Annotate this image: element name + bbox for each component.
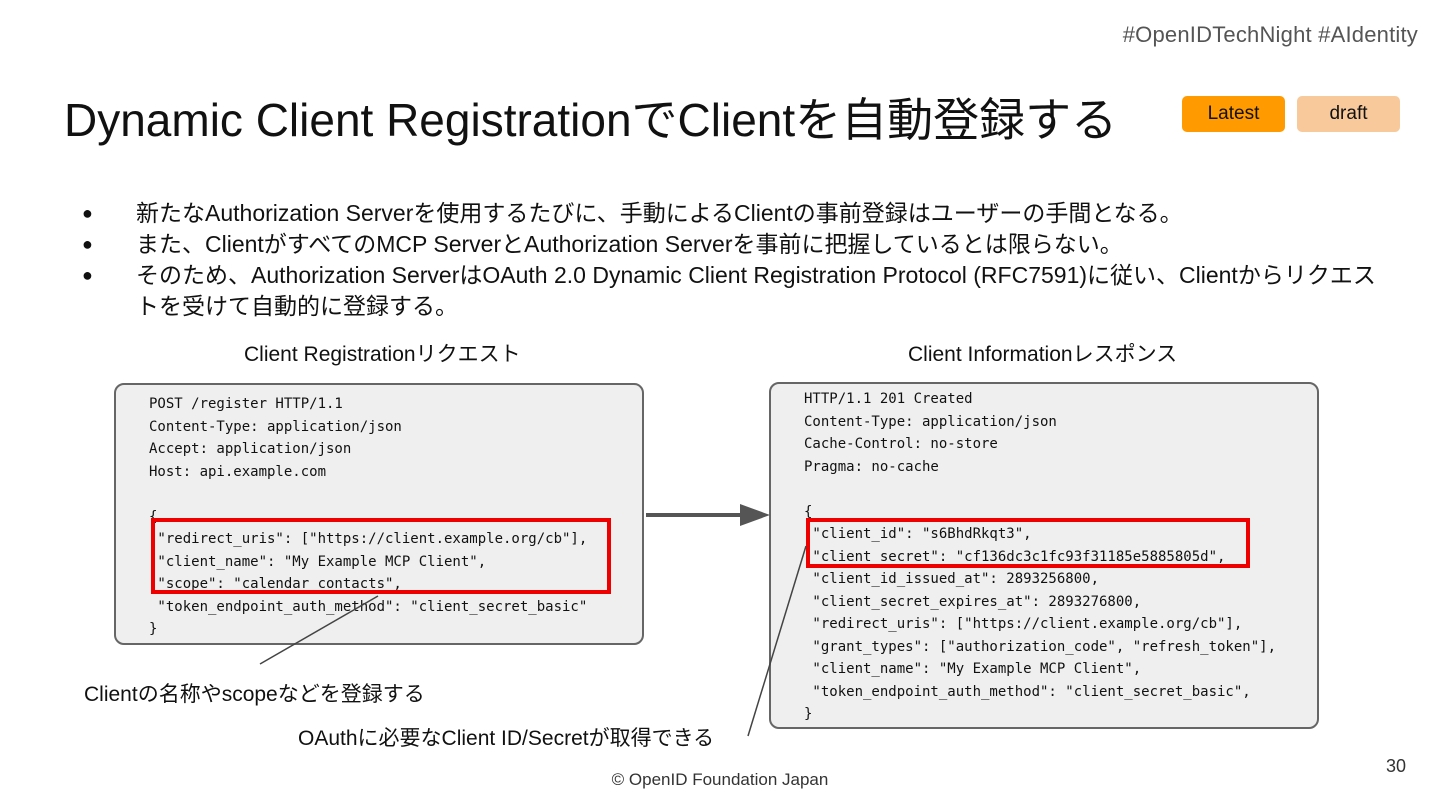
bullet-item: ● そのため、Authorization ServerはOAuth 2.0 Dyn… <box>82 260 1392 322</box>
request-code-box: POST /register HTTP/1.1 Content-Type: ap… <box>114 383 644 645</box>
page-number: 30 <box>1385 756 1406 776</box>
response-code-box: HTTP/1.1 201 Created Content-Type: appli… <box>769 382 1319 729</box>
bullet-dot: ● <box>82 265 93 285</box>
bullet-item: ● また、ClientがすべてのMCP ServerとAuthorization … <box>82 229 1392 260</box>
response-caption: Client Informationレスポンス <box>908 343 1178 366</box>
bullet-dot: ● <box>82 234 93 254</box>
request-code: POST /register HTTP/1.1 Content-Type: ap… <box>149 396 588 637</box>
request-caption: Client Registrationリクエスト <box>244 343 521 366</box>
footer-copyright: © OpenID Foundation Japan <box>611 770 829 789</box>
response-note-leader <box>747 545 807 737</box>
request-note: Clientの名称やscopeなどを登録する <box>84 683 425 706</box>
bullet-list: ● 新たなAuthorization Serverを使用するたびに、手動によるCl… <box>82 198 1392 322</box>
response-code: HTTP/1.1 201 Created Content-Type: appli… <box>804 391 1277 722</box>
bullet-text: そのため、Authorization ServerはOAuth 2.0 Dyna… <box>136 262 1376 319</box>
bullet-item: ● 新たなAuthorization Serverを使用するたびに、手動によるCl… <box>82 198 1392 229</box>
request-note-leader <box>259 595 379 665</box>
bullet-dot: ● <box>82 203 93 223</box>
bullet-text: また、ClientがすべてのMCP ServerとAuthorization S… <box>136 231 1123 257</box>
flow-arrow-head <box>740 504 770 526</box>
draft-badge: draft <box>1297 96 1400 132</box>
response-note: OAuthに必要なClient ID/Secretが取得できる <box>298 727 715 750</box>
hashtags: #OpenIDTechNight #AIdentity <box>1122 22 1418 47</box>
request-highlight-box <box>151 518 611 594</box>
slide-title: Dynamic Client RegistrationでClientを自動登録す… <box>64 94 1118 146</box>
response-highlight-box <box>806 518 1250 568</box>
latest-badge: Latest <box>1182 96 1285 132</box>
bullet-text: 新たなAuthorization Serverを使用するたびに、手動によるCli… <box>136 200 1183 226</box>
